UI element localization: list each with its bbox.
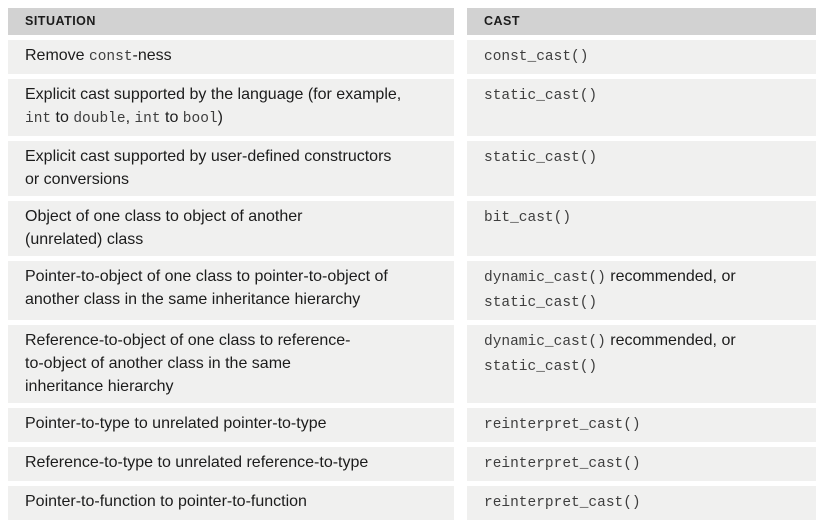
plain-text: Pointer-to-function to pointer-to-functi… (25, 493, 307, 510)
cast-cell: reinterpret_cast() (467, 486, 816, 520)
cast-cell: bit_cast() (467, 201, 816, 256)
situation-cell: Remove const-ness (8, 40, 454, 74)
table-row-reference-to-type: Reference-to-type to unrelated reference… (8, 447, 816, 481)
code-text: static_cast() (484, 150, 598, 166)
code-text: int (134, 111, 161, 127)
table-row-pointer-to-object: Pointer-to-object of one class to pointe… (8, 261, 816, 320)
cast-cell: static_cast() (467, 141, 816, 196)
code-text: static_cast() (484, 359, 598, 375)
plain-text: , (125, 109, 135, 126)
plain-text: Reference-to-object of one class to refe… (25, 332, 351, 395)
code-text: const (89, 49, 133, 65)
table-row-object-to-object: Object of one class to object of another… (8, 201, 816, 256)
code-text: bit_cast() (484, 210, 572, 226)
situation-cell: Reference-to-type to unrelated reference… (8, 447, 454, 481)
plain-text: ) (217, 109, 223, 126)
plain-text: to (51, 109, 74, 126)
table-row-reference-to-object: Reference-to-object of one class to refe… (8, 325, 816, 403)
plain-text: Pointer-to-type to unrelated pointer-to-… (25, 415, 327, 432)
cast-cell: const_cast() (467, 40, 816, 74)
plain-text: Explicit cast supported by user-defined … (25, 148, 392, 188)
code-text: const_cast() (484, 49, 589, 65)
table-row-language-cast: Explicit cast supported by the language … (8, 79, 816, 136)
cast-cell: reinterpret_cast() (467, 447, 816, 481)
plain-text: recommended, or (610, 268, 736, 285)
code-text: reinterpret_cast() (484, 417, 641, 433)
casts-table: SITUATION CAST Remove const-ness const_c… (8, 8, 816, 520)
situation-cell: Explicit cast supported by user-defined … (8, 141, 454, 196)
situation-cell: Pointer-to-type to unrelated pointer-to-… (8, 408, 454, 442)
plain-text: Pointer-to-object of one class to pointe… (25, 268, 388, 308)
code-text: dynamic_cast() (484, 334, 606, 350)
situation-cell: Object of one class to object of another… (8, 201, 454, 256)
code-text: static_cast() (484, 295, 598, 311)
table-row-pointer-to-function: Pointer-to-function to pointer-to-functi… (8, 486, 816, 520)
table-row-remove-constness: Remove const-ness const_cast() (8, 40, 816, 74)
table-header-row: SITUATION CAST (8, 8, 816, 35)
plain-text: Reference-to-type to unrelated reference… (25, 454, 369, 471)
code-text: int (25, 111, 52, 127)
cast-cell: static_cast() (467, 79, 816, 136)
cast-cell: reinterpret_cast() (467, 408, 816, 442)
column-header-situation: SITUATION (8, 8, 454, 35)
plain-text: Explicit cast supported by the language … (25, 86, 402, 103)
situation-cell: Reference-to-object of one class to refe… (8, 325, 454, 403)
code-text: static_cast() (484, 88, 598, 104)
plain-text: -ness (132, 47, 172, 64)
code-text: bool (182, 111, 218, 127)
code-text: reinterpret_cast() (484, 456, 641, 472)
table-row-user-defined-cast: Explicit cast supported by user-defined … (8, 141, 816, 196)
plain-text: Remove (25, 47, 90, 64)
cast-cell: dynamic_cast() recommended, or static_ca… (467, 325, 816, 403)
situation-cell: Explicit cast supported by the language … (8, 79, 454, 136)
code-text: dynamic_cast() (484, 270, 606, 286)
code-text: reinterpret_cast() (484, 495, 641, 511)
table-row-pointer-to-type: Pointer-to-type to unrelated pointer-to-… (8, 408, 816, 442)
situation-cell: Pointer-to-function to pointer-to-functi… (8, 486, 454, 520)
plain-text: Object of one class to object of another… (25, 208, 303, 248)
plain-text: recommended, or (610, 332, 736, 349)
plain-text: to (160, 109, 183, 126)
column-header-cast: CAST (467, 8, 816, 35)
cast-cell: dynamic_cast() recommended, or static_ca… (467, 261, 816, 320)
code-text: double (73, 111, 126, 127)
situation-cell: Pointer-to-object of one class to pointe… (8, 261, 454, 320)
